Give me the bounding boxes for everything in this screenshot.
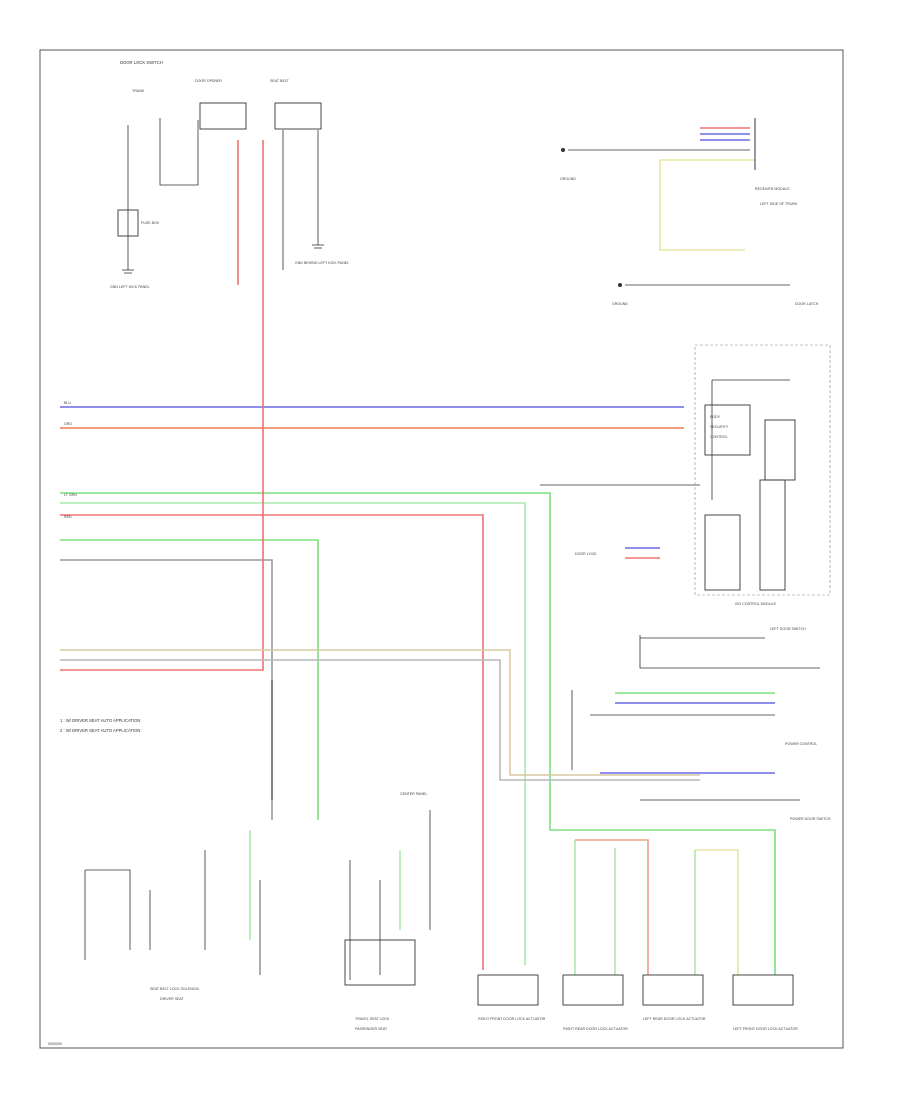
label-bl-module: SEAT BELT LOCK SOLENOID <box>150 987 199 991</box>
label-br3: LEFT REAR DOOR LOCK ACTUATOR <box>643 1017 706 1021</box>
label-right-module: ISO CONTROL MODULE <box>735 602 777 606</box>
actuator-right-rear <box>562 974 624 1006</box>
label-tr-module: RECEIVER MODULE <box>755 187 790 191</box>
rm-inner-3 <box>704 514 741 591</box>
wire-green-2 <box>60 502 526 965</box>
label-br1: RIGHT FRONT DOOR LOCK ACTUATOR <box>478 1017 546 1021</box>
footer-code: 0000000 <box>48 1042 62 1046</box>
label-top-switch-sub: TRUNK <box>132 89 145 93</box>
label-power-sw: POWER DOOR SWITCH <box>790 817 831 821</box>
wire-k2 <box>159 118 199 186</box>
wire-gray <box>60 559 273 820</box>
label-wire-blu: BLU <box>64 401 71 405</box>
actuator-left-front <box>732 974 794 1006</box>
diagram-border <box>39 49 844 1049</box>
label-wire-org: ORG <box>64 422 72 426</box>
label-center: CENTER PANEL <box>400 792 427 796</box>
label-gnd1: GND LEFT KICK PANEL <box>110 285 150 289</box>
label-br4: LEFT FRONT DOOR LOCK ACTUATOR <box>733 1027 798 1031</box>
wire-red-2 <box>60 514 484 970</box>
wire-yellow-top <box>659 159 755 251</box>
rm-inner-1 <box>704 404 751 456</box>
rm-inner-4 <box>759 479 786 591</box>
actuator-right-front <box>477 974 539 1006</box>
wire-k8 <box>639 635 820 669</box>
ground-symbol <box>122 244 324 274</box>
components <box>117 102 831 1006</box>
label-left-sw: LEFT DOOR SWITCH <box>770 627 806 631</box>
label-switch3-title: SEAT BELT <box>270 79 290 83</box>
note-2: 2 : W/ DRIVER SEAT AUTO APPLICATION <box>60 728 140 733</box>
label-bl-sub: DRIVER SEAT <box>160 997 185 1001</box>
wire-yellow-b <box>695 849 739 975</box>
switch2-box <box>199 102 247 130</box>
tr-ground-dot-2 <box>618 283 622 287</box>
travel-seat-lock-box <box>344 939 416 986</box>
wire-red-main <box>60 140 264 671</box>
wire-gray-2 <box>60 659 700 781</box>
label-br2: RIGHT REAR DOOR LOCK ACTUATOR <box>563 1027 628 1031</box>
label-top-switch-title: DOOR LOCK SWITCH <box>120 60 163 65</box>
label-mid-right: POWER CONTROL <box>785 742 817 746</box>
label-bm-sub: PASSENGER SEAT <box>355 1027 388 1031</box>
label-rm-sub2: SECURITY <box>710 425 729 429</box>
label-rm-sub1: BODY <box>710 415 721 419</box>
label-switch2-title: DOOR OPENER <box>195 79 222 83</box>
right-module-box <box>694 344 831 596</box>
wire-tan-1 <box>60 649 700 776</box>
black-wires <box>84 118 820 980</box>
label-wire-red: RED <box>64 515 72 519</box>
rm-inner-2 <box>764 419 796 481</box>
fuse-box-component <box>117 209 139 237</box>
label-rm-sub3: CONTROL <box>710 435 728 439</box>
actuator-left-rear <box>642 974 704 1006</box>
label-door-lock: DOOR LOCK <box>575 552 597 556</box>
note-1: 1 : W/ DRIVER SEAT AUTO APPLICATION <box>60 718 140 723</box>
label-bm-module: TRAVEL SEAT LOCK <box>355 1017 390 1021</box>
colored-wires <box>60 127 776 975</box>
label-fuse-box: FUSE BOX <box>141 221 160 225</box>
wire-k15 <box>85 869 131 950</box>
tr-ground-dot <box>561 148 565 152</box>
label-tr-module-sub: LEFT SIDE OF TRUNK <box>760 202 798 206</box>
label-tr-gnd: GROUND <box>612 302 628 306</box>
label-tr-latch: DOOR LATCH <box>795 302 819 306</box>
wire-orange-b <box>575 839 649 975</box>
label-wire-grn: LT GRN <box>64 493 77 497</box>
wire-green-1 <box>60 492 776 975</box>
switch3-box <box>274 102 322 130</box>
wire-green-3 <box>60 539 319 820</box>
labels: DOOR LOCK SWITCH TRUNK DOOR OPENER SEAT … <box>48 60 831 1046</box>
label-gnd2: GND BEHIND LEFT KICK PANEL <box>295 261 349 265</box>
label-tr-ground: GROUND <box>560 177 576 181</box>
